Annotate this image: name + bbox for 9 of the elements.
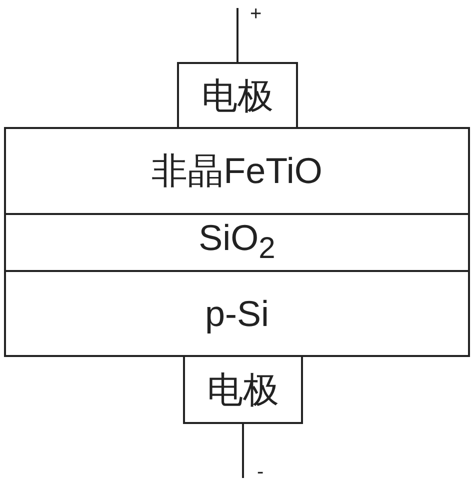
layer-band: SiO$_{2}$ [4,213,470,272]
layer-band: 非晶FeTiO [4,127,470,215]
electrode-box: 电极 [183,355,303,424]
polarity-sign: + [250,4,262,24]
polarity-sign: - [257,462,264,482]
layer-band: p-Si [4,270,470,357]
electrode-box: 电极 [177,62,298,129]
wire [242,424,244,478]
wire [236,8,238,62]
